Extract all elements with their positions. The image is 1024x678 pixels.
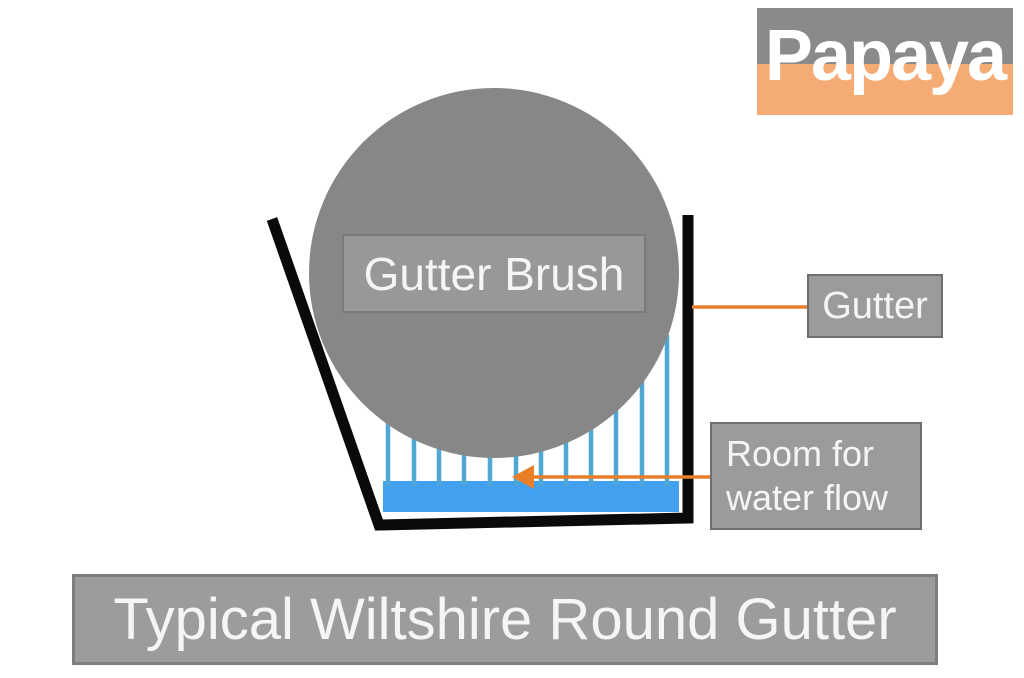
logo-gray-band: [757, 8, 1013, 64]
gutter-callout: Gutter: [807, 274, 943, 338]
waterflow-arrowhead-icon: [512, 465, 534, 489]
papaya-logo: Papaya: [757, 8, 1013, 115]
gutter-brush-label: Gutter Brush: [342, 234, 646, 313]
gutter-brush-label-text: Gutter Brush: [363, 247, 625, 300]
waterflow-callout: Room for water flow: [710, 422, 922, 530]
waterflow-callout-line1: Room for: [726, 433, 875, 474]
gutter-outline: [266, 215, 694, 531]
gutter-callout-text: Gutter: [822, 284, 928, 327]
caption-bar: Typical Wiltshire Round Gutter: [72, 574, 938, 665]
logo-orange-band: [757, 64, 1013, 115]
logo-wordmark: Papaya: [764, 16, 1007, 96]
waterflow-callout-line2: water flow: [726, 477, 889, 518]
caption-text: Typical Wiltshire Round Gutter: [113, 587, 897, 652]
